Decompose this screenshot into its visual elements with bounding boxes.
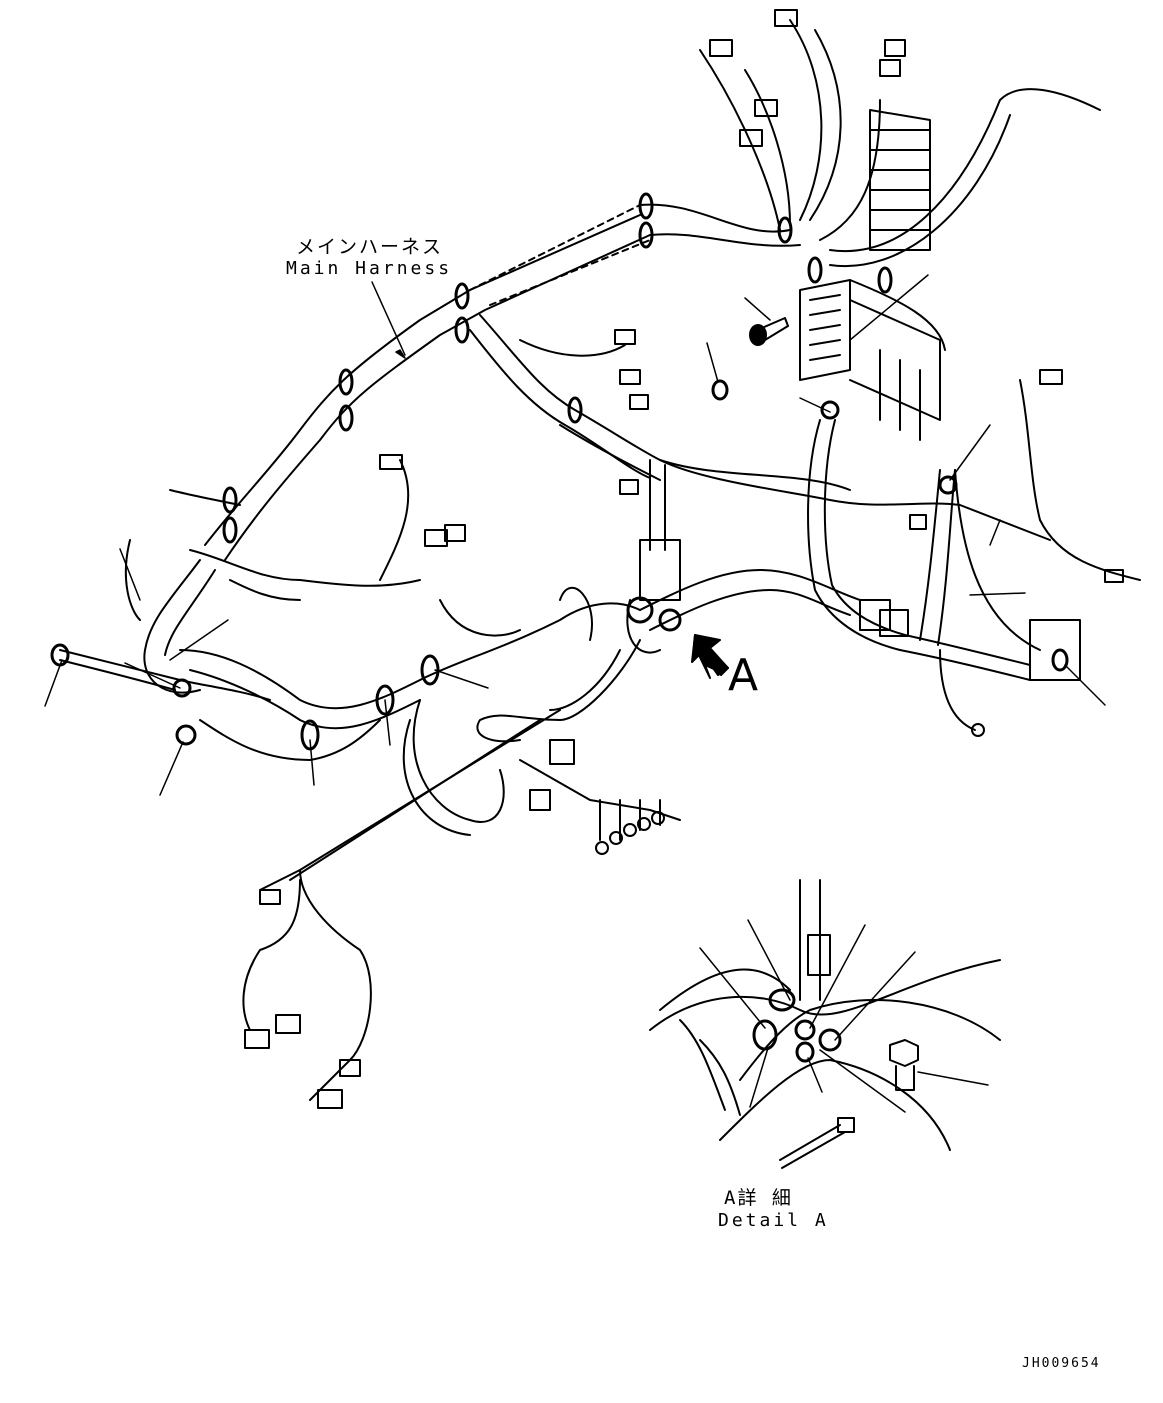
connector-icon <box>244 9 1124 1109</box>
detail-a-view <box>649 879 1001 1169</box>
leader-arrow-icon <box>44 274 1106 796</box>
main-harness-lower-trunk <box>179 569 861 836</box>
main-harness-label-jp: メインハーネス <box>296 236 444 258</box>
view-a-letter: A <box>728 650 759 701</box>
bolt-icon <box>889 1039 919 1067</box>
ring-terminal-icon <box>595 723 985 855</box>
detail-a-label-jp: A詳 細 <box>724 1187 793 1209</box>
bolt-icon <box>749 317 789 346</box>
upper-right-leads <box>699 19 1101 268</box>
right-vertical-bundle <box>807 419 1041 681</box>
lower-pigtail-harness <box>242 709 681 1101</box>
main-harness-label-en: Main Harness <box>286 258 453 279</box>
right-lower-branch <box>939 379 1141 731</box>
center-connector-branch <box>476 459 681 743</box>
main-harness-center-branch <box>469 314 1051 541</box>
detail-a-label-en: Detail A <box>718 1210 829 1231</box>
clamp-icon <box>50 192 1069 751</box>
fuse-box-icon <box>799 279 946 441</box>
connector-icon <box>639 539 681 601</box>
left-branches <box>59 459 421 701</box>
view-arrow-icon <box>691 634 729 679</box>
drawing-code: JH009654 <box>1022 1356 1101 1371</box>
